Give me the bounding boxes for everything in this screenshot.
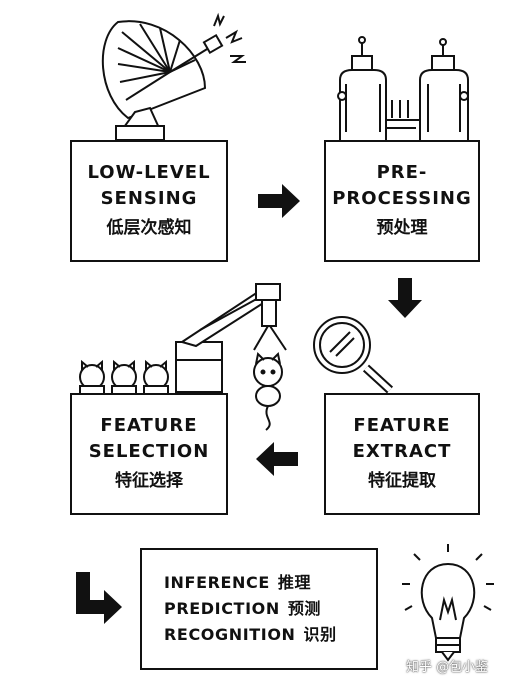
- robotic-crane-icon: [175, 283, 287, 431]
- arrow-right-icon: [258, 184, 300, 218]
- final-en-label: RECOGNITION: [164, 625, 296, 644]
- step-pre-processing: PRE- PROCESSING 预处理: [324, 140, 480, 262]
- step-title-line2: PROCESSING: [332, 188, 472, 209]
- step-final-output: INFERENCE 推理 PREDICTION 预测 RECOGNITION 识别: [140, 548, 378, 670]
- final-en-label: PREDICTION: [164, 599, 280, 618]
- step-title-line1: FEATURE: [353, 415, 451, 436]
- step-chinese-label: 低层次感知: [106, 218, 192, 238]
- lightbulb-icon: [402, 544, 494, 662]
- arrow-elbow-icon: [76, 572, 122, 624]
- final-row-prediction: PREDICTION 预测: [164, 596, 321, 622]
- final-row-recognition: RECOGNITION 识别: [164, 622, 337, 648]
- final-en-label: INFERENCE: [164, 573, 270, 592]
- satellite-dish-icon: [101, 12, 246, 141]
- distillation-apparatus-icon: [337, 36, 469, 140]
- step-feature-selection: FEATURE SELECTION 特征选择: [70, 393, 228, 515]
- arrow-down-icon: [388, 278, 422, 318]
- step-chinese-label: 预处理: [376, 218, 428, 238]
- step-chinese-label: 特征提取: [368, 471, 436, 491]
- step-title-line2: SELECTION: [88, 441, 210, 462]
- step-feature-extract: FEATURE EXTRACT 特征提取: [324, 393, 480, 515]
- step-low-level-sensing: LOW-LEVEL SENSING 低层次感知: [70, 140, 228, 262]
- step-chinese-label: 特征选择: [115, 471, 183, 491]
- cat-toys-icon: [79, 359, 169, 395]
- step-title-line1: FEATURE: [100, 415, 198, 436]
- step-title-line2: EXTRACT: [352, 441, 452, 462]
- arrow-left-icon: [256, 442, 298, 476]
- final-row-inference: INFERENCE 推理: [164, 570, 311, 596]
- step-title-line2: SENSING: [100, 188, 198, 209]
- watermark: 知乎 @包小鉴: [406, 660, 489, 675]
- step-title-line1: LOW-LEVEL: [87, 162, 211, 183]
- magnifying-glass-icon: [313, 316, 394, 394]
- final-zh-label: 推理: [277, 573, 312, 592]
- final-zh-label: 识别: [303, 625, 337, 644]
- final-zh-label: 预测: [287, 599, 322, 618]
- step-title-line1: PRE-: [376, 162, 428, 183]
